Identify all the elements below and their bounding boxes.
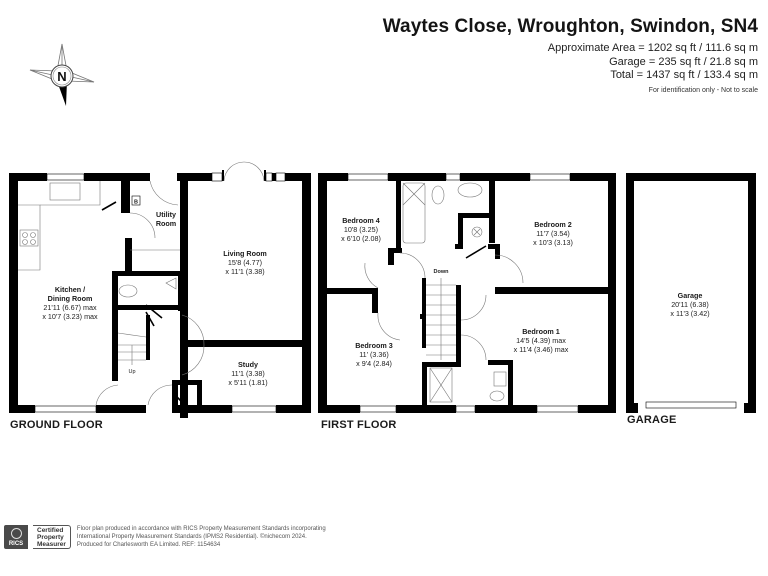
svg-text:Room: Room [156,219,176,228]
footer-disclaimer: Floor plan produced in accordance with R… [76,526,326,548]
svg-text:x 11'1 (3.38): x 11'1 (3.38) [225,267,264,276]
svg-text:11'7 (3.54): 11'7 (3.54) [536,229,570,238]
svg-text:Bedroom 2: Bedroom 2 [534,220,572,229]
room-study: Study 11'1 (3.38) x 5'11 (1.81) [228,360,267,387]
svg-text:Utility: Utility [156,210,176,219]
scale-note: For identification only - Not to scale [648,86,758,94]
garage-area: Garage = 235 sq ft / 21.8 sq m [609,55,758,68]
plan-header: Waytes Close, Wroughton, Swindon, SN4 Ap… [383,16,758,94]
rics-certification: RICS Certified Property Measurer [4,525,71,549]
ground-floor-label: GROUND FLOOR [10,419,103,431]
room-utility: Utility Room [156,210,176,228]
svg-text:x 5'11 (1.81): x 5'11 (1.81) [228,378,267,387]
room-kitchen: Kitchen / Dining Room 21'11 (6.67) max x… [42,285,98,321]
svg-text:11' (3.36): 11' (3.36) [359,350,389,359]
approximate-area: Approximate Area = 1202 sq ft / 111.6 sq… [547,42,758,54]
svg-text:Dining Room: Dining Room [48,294,93,303]
boiler-label: B [134,200,138,206]
footer: RICS Certified Property Measurer Floor p… [4,525,326,549]
svg-text:Study: Study [238,360,258,369]
svg-text:11'1 (3.38): 11'1 (3.38) [231,369,265,378]
svg-text:Living Room: Living Room [223,249,267,258]
svg-text:Garage: Garage [678,291,703,300]
svg-text:x 6'10 (2.08): x 6'10 (2.08) [341,234,381,243]
svg-text:Bedroom 1: Bedroom 1 [522,327,560,336]
svg-text:10'8 (3.25): 10'8 (3.25) [344,225,378,234]
svg-text:x 10'3 (3.13): x 10'3 (3.13) [533,238,573,247]
room-living: Living Room 15'8 (4.77) x 11'1 (3.38) [223,249,267,276]
room-bedroom3: Bedroom 3 11' (3.36) x 9'4 (2.84) [355,341,393,368]
rics-logo-icon: RICS [4,525,28,549]
stairs-down-label: Down [434,269,450,275]
svg-text:14'5 (4.39) max: 14'5 (4.39) max [516,336,566,345]
svg-text:20'11 (6.38): 20'11 (6.38) [671,300,709,309]
room-garage: Garage 20'11 (6.38) x 11'3 (3.42) [670,291,709,318]
wall [9,173,18,413]
property-title: Waytes Close, Wroughton, Swindon, SN4 [382,16,758,37]
room-bedroom1: Bedroom 1 14'5 (4.39) max x 11'4 (3.46) … [514,327,569,354]
svg-text:x 11'3 (3.42): x 11'3 (3.42) [670,309,709,318]
total-area: Total = 1437 sq ft / 133.4 sq m [610,69,758,81]
first-floor-label: FIRST FLOOR [321,419,397,431]
svg-text:Kitchen /: Kitchen / [55,285,85,294]
svg-text:Bedroom 3: Bedroom 3 [355,341,393,350]
svg-text:15'8 (4.77): 15'8 (4.77) [228,258,262,267]
svg-text:x 11'4 (3.46) max: x 11'4 (3.46) max [514,345,569,354]
svg-text:x 10'7 (3.23) max: x 10'7 (3.23) max [42,312,98,321]
stairs-up-label: Up [128,369,135,375]
compass-label: N [57,69,66,84]
svg-text:21'11 (6.67) max: 21'11 (6.67) max [43,303,97,312]
svg-text:x 9'4 (2.84): x 9'4 (2.84) [356,359,392,368]
north-compass-icon: N [29,43,95,106]
certified-measurer-badge: Certified Property Measurer [33,525,71,549]
garage-label: GARAGE [627,414,677,426]
room-bedroom2: Bedroom 2 11'7 (3.54) x 10'3 (3.13) [533,220,573,247]
svg-text:Bedroom 4: Bedroom 4 [342,216,380,225]
room-bedroom4: Bedroom 4 10'8 (3.25) x 6'10 (2.08) [341,216,381,243]
